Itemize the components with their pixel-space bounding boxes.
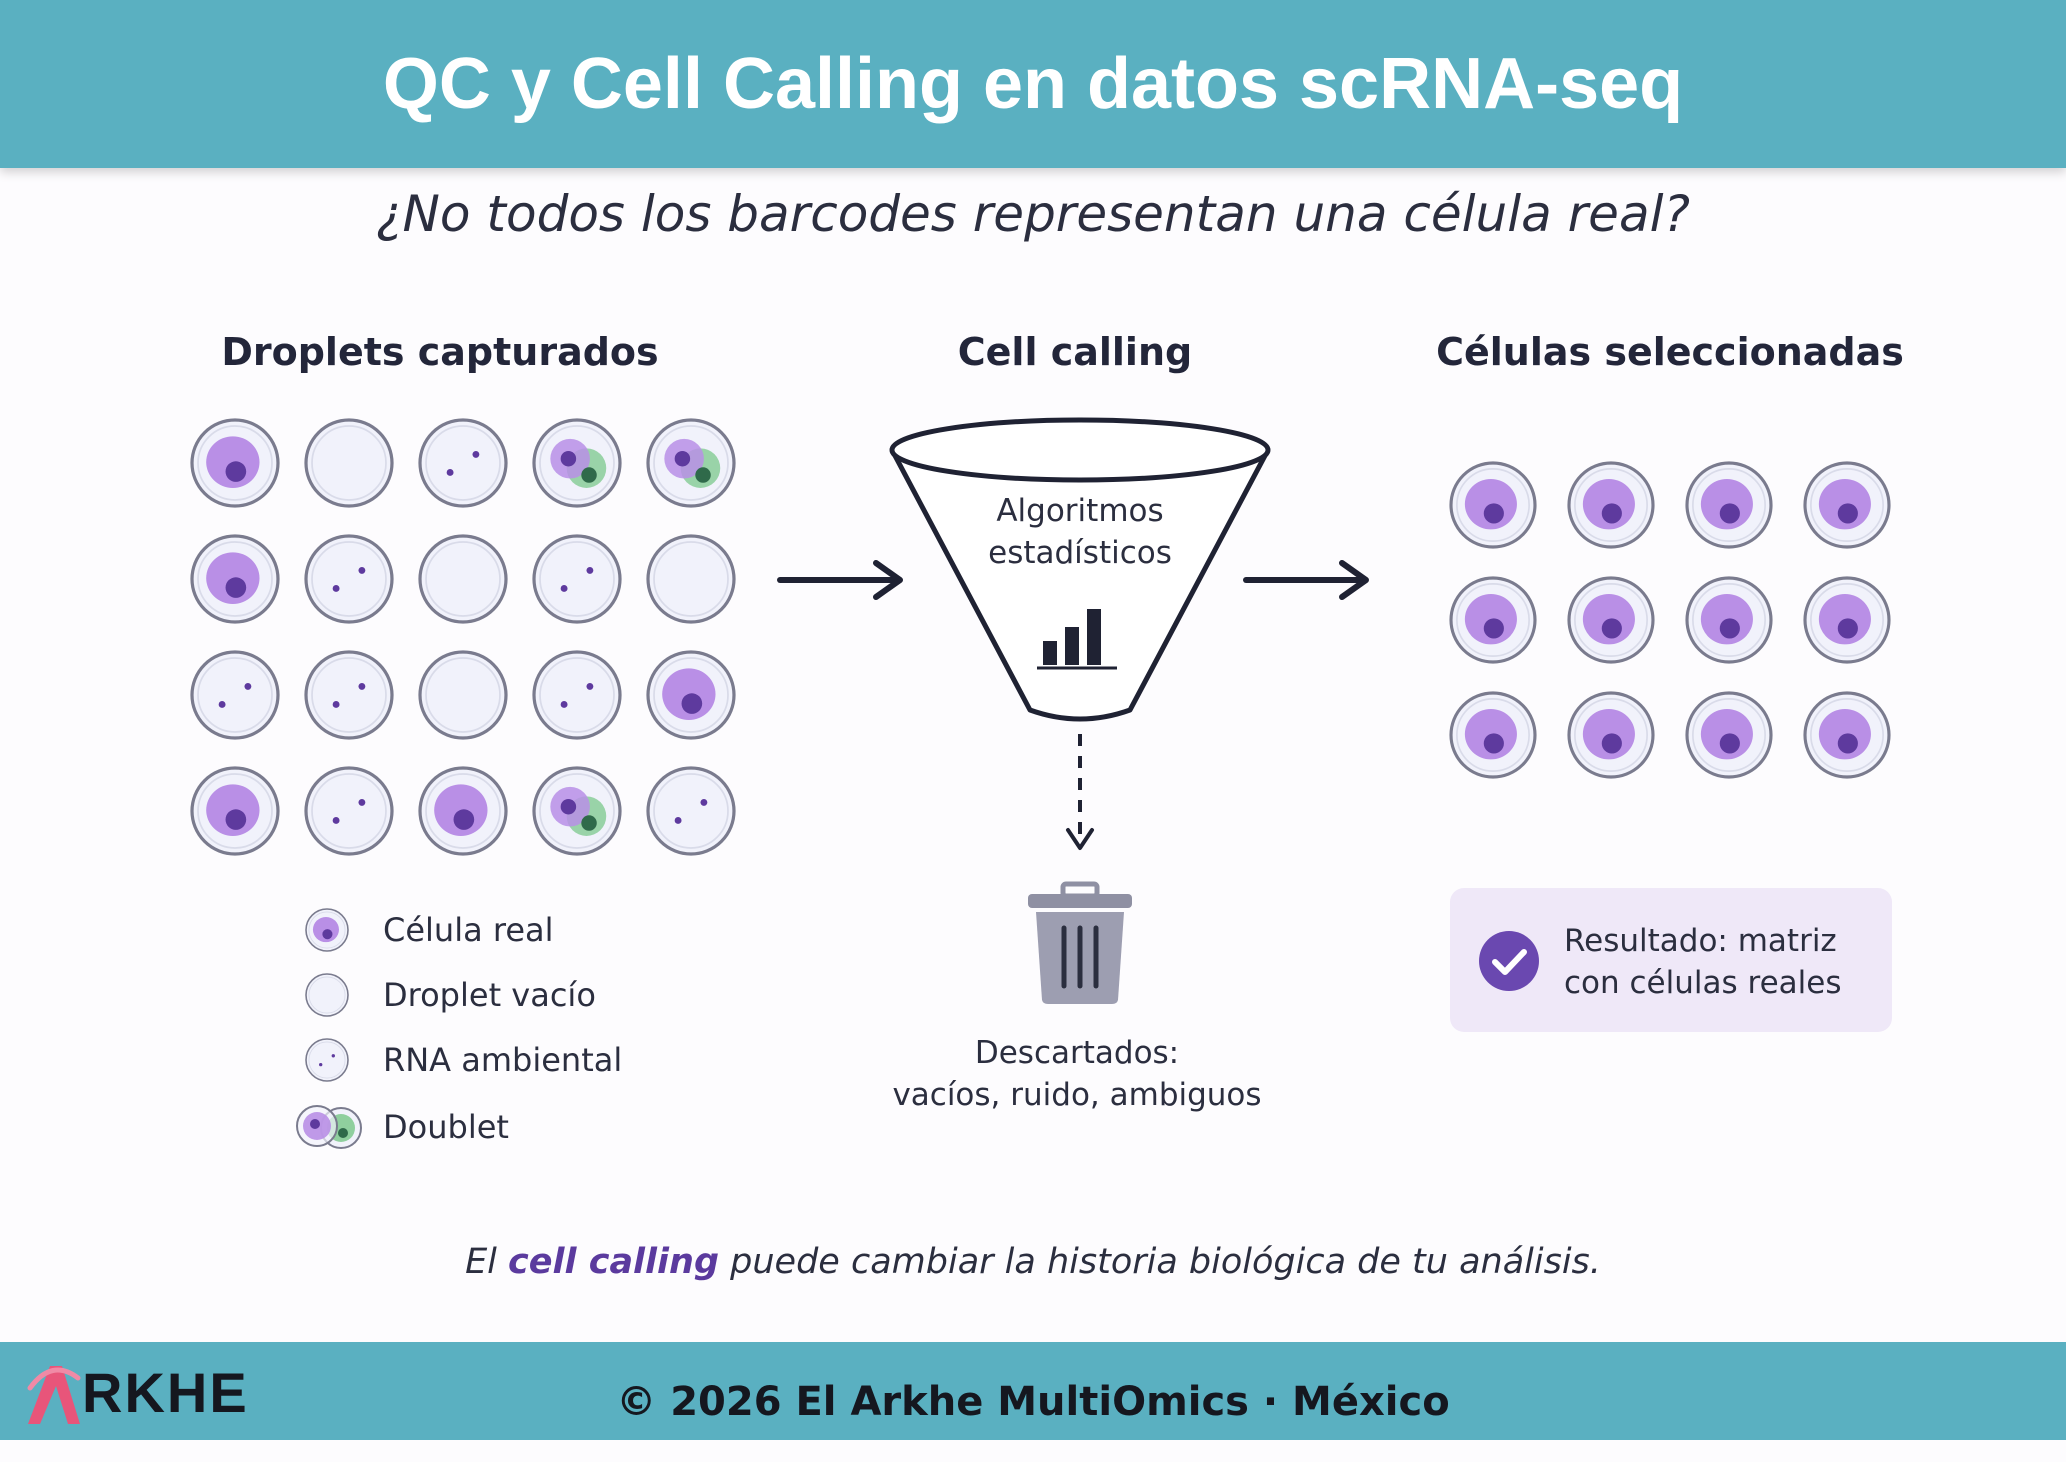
empty-droplet — [305, 973, 349, 1017]
funnel-label-line2: estadísticos — [988, 535, 1172, 571]
real-cell-droplet — [190, 766, 280, 856]
real-cell-droplet — [1803, 576, 1891, 664]
doublet-droplet — [646, 418, 736, 508]
funnel: Algoritmos estadísticos — [880, 410, 1280, 730]
legend-item-doublet: Doublet — [285, 1097, 785, 1157]
check-circle-icon — [1479, 931, 1539, 991]
real-cell-droplet — [1567, 576, 1655, 664]
ambient-rna-droplet — [532, 650, 622, 740]
ambient-rna-droplet — [532, 534, 622, 624]
legend-item-empty: Droplet vacío — [285, 965, 785, 1025]
footer-bar: © 2026 El Arkhe MultiOmics · México RKHE — [0, 1342, 2066, 1440]
legend-swatch-real-cell — [305, 908, 349, 952]
empty-droplet — [304, 418, 394, 508]
real-cell-droplet — [1803, 691, 1891, 779]
real-cell-droplet — [190, 534, 280, 624]
arrow-right-icon — [777, 560, 903, 600]
footnote-before: El — [465, 1242, 509, 1282]
discard-label: Descartados: vacíos, ruido, ambiguos — [827, 1032, 1327, 1116]
footnote-emphasis: cell calling — [508, 1242, 720, 1282]
arrow-right-icon — [1243, 560, 1369, 600]
arkhe-logo: RKHE — [22, 1358, 302, 1428]
footnote: El cell calling puede cambiar la histori… — [0, 1242, 2066, 1282]
real-cell-droplet — [418, 766, 508, 856]
page-title: QC y Cell Calling en datos scRNA-seq — [382, 44, 1684, 124]
real-cell-droplet — [1449, 461, 1537, 549]
funnel-icon — [889, 417, 1271, 722]
droplet-grid — [190, 418, 736, 856]
real-cell-droplet — [1567, 461, 1655, 549]
real-cell-droplet — [1449, 691, 1537, 779]
empty-droplet — [646, 534, 736, 624]
real-cell-droplet — [190, 418, 280, 508]
bar-chart-icon — [1037, 609, 1117, 670]
real-cell-droplet — [1685, 461, 1773, 549]
trash-icon — [1028, 881, 1132, 1004]
doublet-legend-icon — [296, 1105, 362, 1149]
result-label-line1: Resultado: matriz — [1564, 923, 1837, 959]
legend-label-empty: Droplet vacío — [383, 976, 596, 1014]
legend-label-ambient: RNA ambiental — [383, 1041, 623, 1079]
real-cell-droplet — [305, 908, 349, 952]
real-cell-droplet — [1685, 691, 1773, 779]
discard-label-line2: vacíos, ruido, ambiguos — [892, 1077, 1262, 1113]
legend-swatch-empty-droplet — [305, 973, 349, 1017]
subtitle: ¿No todos los barcodes representan una c… — [375, 185, 1691, 243]
ambient-rna-droplet — [304, 534, 394, 624]
legend-item-ambient: RNA ambiental — [285, 1030, 785, 1090]
real-cell-droplet — [1685, 576, 1773, 664]
doublet-droplet — [532, 418, 622, 508]
legend-item-real: Célula real — [285, 900, 785, 960]
selected-cells-grid — [1449, 461, 1891, 779]
ambient-rna-droplet — [304, 650, 394, 740]
real-cell-droplet — [1567, 691, 1655, 779]
legend-label-doublet: Doublet — [383, 1108, 509, 1146]
ambient-rna-droplet — [418, 418, 508, 508]
empty-droplet — [418, 534, 508, 624]
result-label-line2: con células reales — [1564, 965, 1842, 1001]
ambient-rna-droplet — [646, 766, 736, 856]
ambient-rna-droplet — [190, 650, 280, 740]
column-title-droplets: Droplets capturados — [221, 330, 659, 374]
legend-swatch-doublet — [296, 1105, 362, 1149]
result-label: Resultado: matriz con células reales — [1564, 920, 1884, 1004]
dashed-arrow-down-icon — [1066, 734, 1094, 850]
funnel-label-line1: Algoritmos — [996, 493, 1164, 529]
real-cell-droplet — [1449, 576, 1537, 664]
legend-label-real: Célula real — [383, 911, 554, 949]
ambient-rna-droplet — [304, 766, 394, 856]
real-cell-droplet — [1803, 461, 1891, 549]
discard-label-line1: Descartados: — [974, 1035, 1180, 1071]
arkhe-logo-text: RKHE — [82, 1361, 249, 1424]
real-cell-droplet — [646, 650, 736, 740]
empty-droplet — [418, 650, 508, 740]
header-bar: QC y Cell Calling en datos scRNA-seq — [0, 0, 2066, 168]
legend-swatch-ambient-rna — [305, 1038, 349, 1082]
result-box: Resultado: matriz con células reales — [1450, 888, 1892, 1032]
footnote-after: puede cambiar la historia biológica de t… — [719, 1242, 1601, 1282]
doublet-droplet — [532, 766, 622, 856]
arkhe-logo-mark — [27, 1366, 81, 1424]
column-title-selected: Células seleccionadas — [1436, 330, 1904, 374]
funnel-label: Algoritmos estadísticos — [880, 490, 1280, 574]
column-title-cell-calling: Cell calling — [957, 330, 1193, 374]
ambient-rna-droplet — [305, 1038, 349, 1082]
footer-copyright: © 2026 El Arkhe MultiOmics · México — [616, 1379, 1450, 1425]
